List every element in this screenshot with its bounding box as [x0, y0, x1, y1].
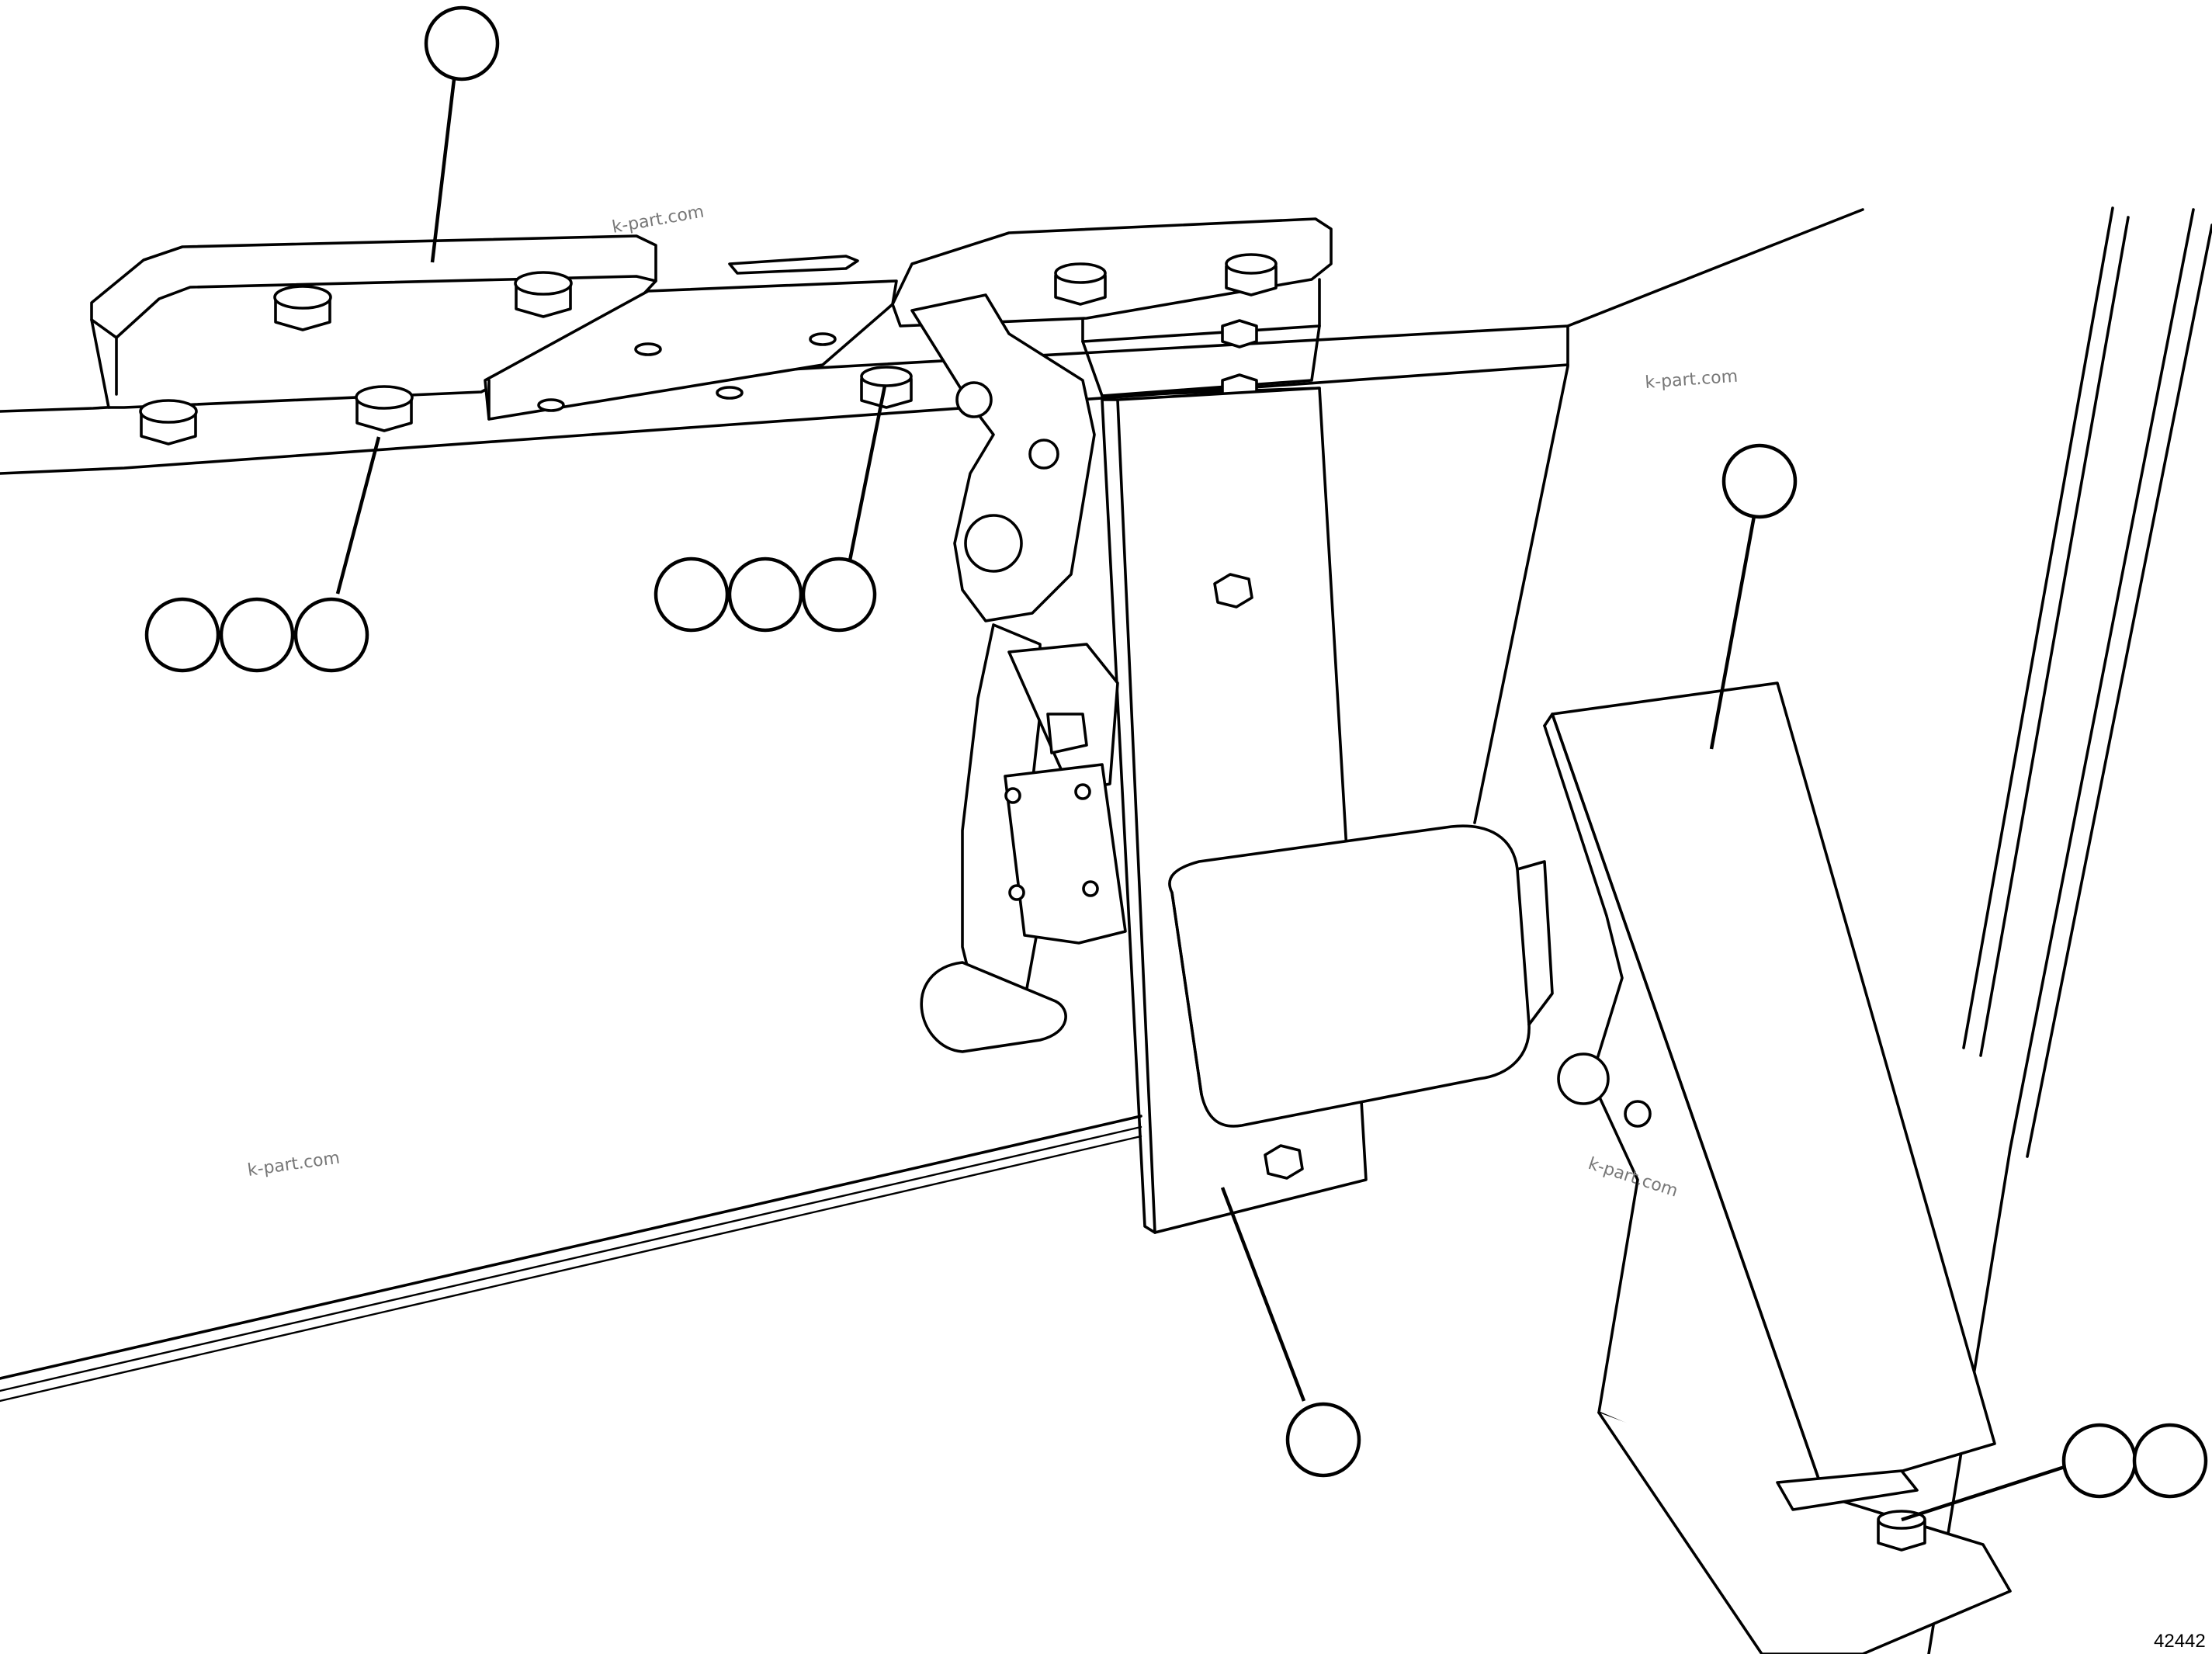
mount-bolt [860, 366, 913, 409]
callout-left-2 [219, 597, 295, 673]
accelerator-bolt [1877, 1510, 1926, 1552]
plate-nut [1264, 1144, 1304, 1180]
bracket-bolt [355, 385, 414, 432]
mount-bolt [1225, 253, 1278, 296]
leader-line [1709, 515, 1756, 750]
brake-pedal-pad [1168, 824, 1554, 1128]
leader-line [848, 385, 887, 561]
watermark-text: k-part.com [611, 202, 706, 237]
pedal-linkage [910, 293, 1127, 1053]
bracket-bolt [273, 285, 332, 331]
callout-mid-1 [654, 557, 730, 633]
callout-mid-2 [727, 557, 803, 633]
floor-panel [0, 208, 1864, 1403]
accelerator-pedal [1543, 681, 2012, 1654]
mount-bolt [1054, 262, 1107, 306]
callout-top [424, 5, 500, 81]
callout-mid-3 [801, 557, 877, 633]
leader-line [335, 436, 381, 595]
leader-line [1901, 1465, 2065, 1522]
callout-bottom-right-2 [2132, 1423, 2208, 1499]
callout-left-1 [144, 597, 220, 673]
mount-nut [1221, 319, 1258, 348]
callout-left-3 [293, 597, 369, 673]
figure-number: 42442 [2154, 1631, 2206, 1652]
leader-line [430, 78, 456, 263]
bracket-bolt [139, 399, 198, 446]
leader-line [1220, 1187, 1306, 1402]
callout-bottom [1285, 1402, 1361, 1478]
callout-right [1721, 443, 1798, 519]
watermark-text: k-part.com [1586, 1154, 1680, 1201]
plate-nut [1213, 573, 1253, 609]
watermark-text: k-part.com [1645, 367, 1739, 393]
watermark-text: k-part.com [246, 1149, 341, 1181]
window-frame [1927, 206, 2212, 1654]
pedal-mount-bracket [860, 217, 1333, 409]
bracket-bolt [514, 271, 573, 318]
callout-bottom-right-1 [2061, 1423, 2137, 1499]
